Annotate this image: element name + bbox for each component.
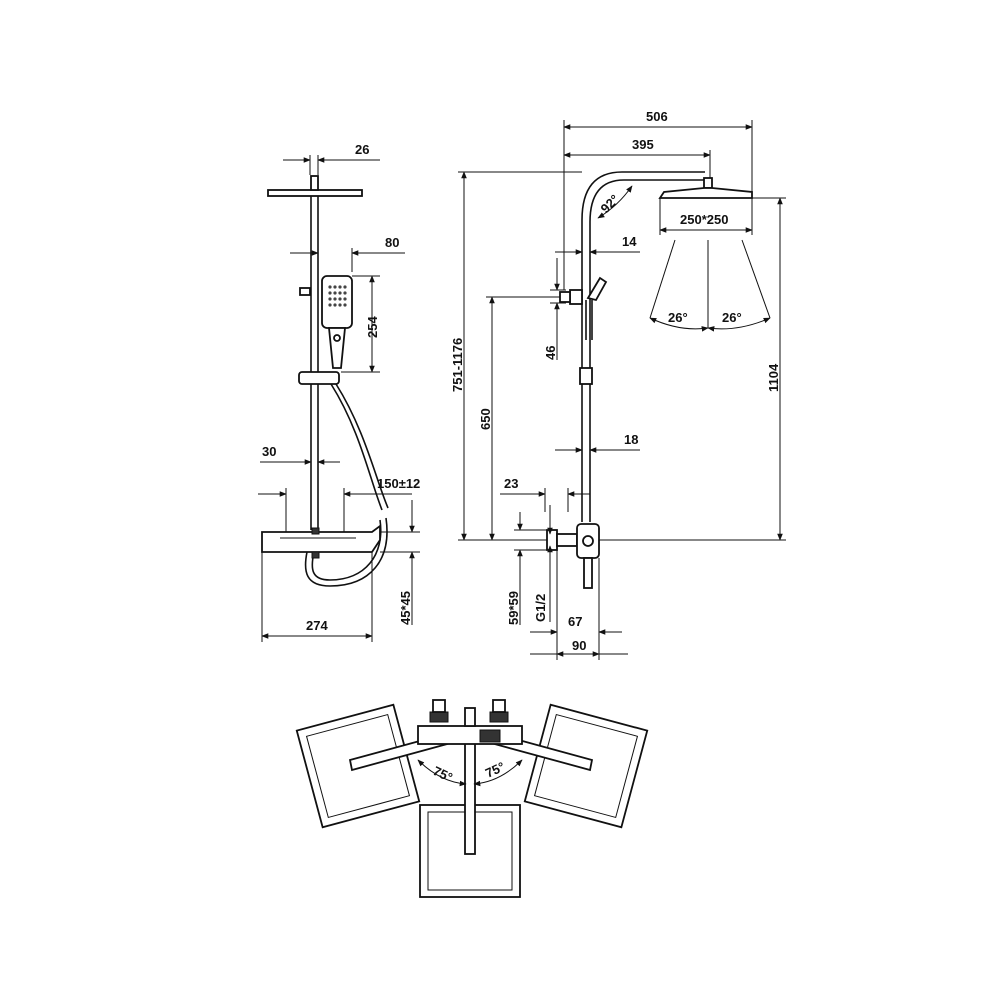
- slider: [298, 371, 340, 385]
- dim-base: 59*59: [506, 591, 521, 625]
- dim-bend-angle: 92°: [598, 192, 623, 217]
- dim-thread: G1/2: [533, 594, 548, 622]
- dim-spray-right: 26°: [722, 310, 742, 325]
- shower-head-side: [658, 187, 753, 199]
- angle-right: 75°: [483, 759, 507, 781]
- valve-top: [417, 725, 523, 745]
- dim-bracket-height: 650: [478, 408, 493, 430]
- top-view: 75° 75°: [295, 699, 649, 898]
- shower-arm: [581, 171, 705, 522]
- dim-valve-width: 274: [306, 618, 328, 633]
- dim-height-range: 751-1176: [450, 338, 465, 392]
- dim-head: 250*250: [680, 212, 728, 227]
- slider-side: [579, 367, 593, 385]
- angle-left: 75°: [431, 763, 455, 785]
- dim-hand-shower-width: 80: [385, 235, 399, 250]
- hand-shower: [321, 275, 353, 329]
- dim-spray-left: 26°: [668, 310, 688, 325]
- side-view: 506 395 92° 250*250 26° 26° 14: [450, 109, 786, 660]
- front-view: 26 80 254: [258, 142, 420, 642]
- dim-projection-b: 90: [572, 638, 586, 653]
- dim-projection-a: 67: [568, 614, 582, 629]
- dim-pipe: 18: [624, 432, 638, 447]
- dim-hand-shower-height: 254: [365, 316, 380, 338]
- dim-valve-section: 45*45: [398, 591, 413, 625]
- dim-arm-reach: 395: [632, 137, 654, 152]
- dim-bracket: 46: [543, 346, 558, 360]
- dim-outlet: 150±12: [377, 476, 420, 491]
- dim-wall-gap: 23: [504, 476, 518, 491]
- dim-total-reach: 506: [646, 109, 668, 124]
- thermostatic-valve: [261, 524, 381, 553]
- dim-rail: 30: [262, 444, 276, 459]
- dim-total-height: 1104: [766, 363, 781, 392]
- dim-top-pipe: 26: [355, 142, 369, 157]
- dim-head-offset: 14: [622, 234, 637, 249]
